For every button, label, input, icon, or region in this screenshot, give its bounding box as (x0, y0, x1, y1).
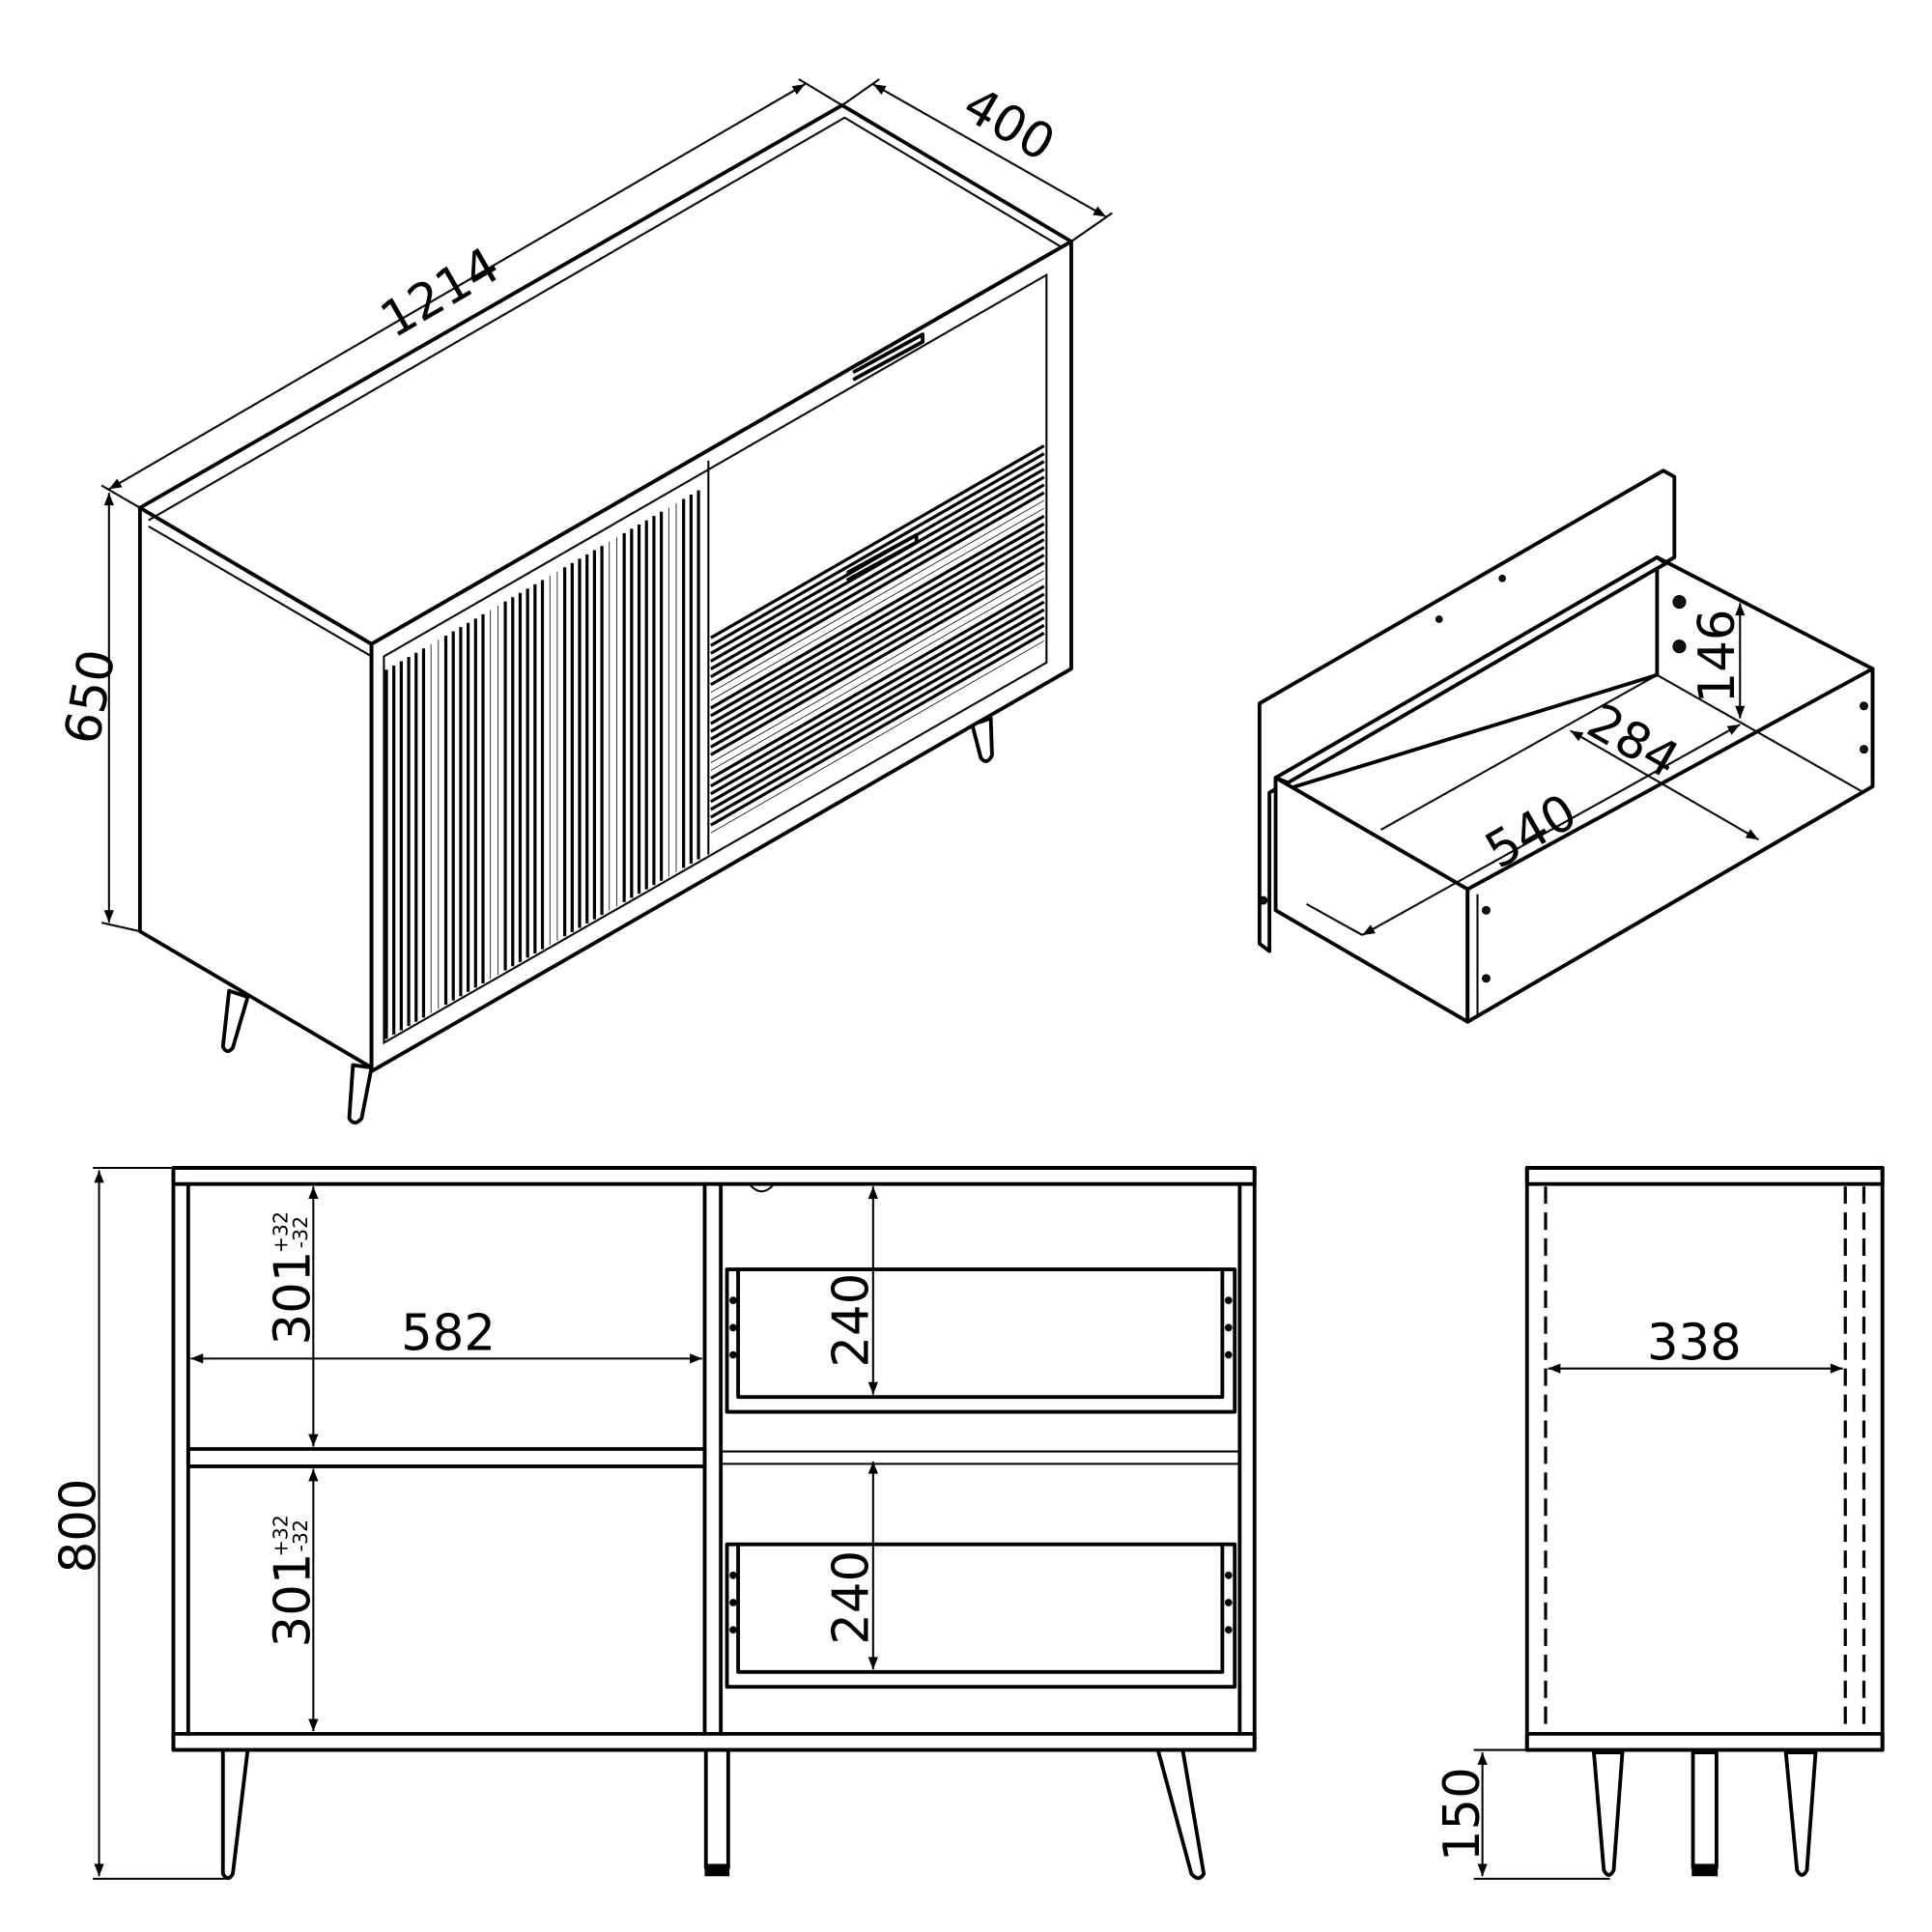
flute-line (710, 631, 1045, 827)
flute-line (710, 561, 1045, 756)
leg (220, 1747, 250, 1881)
flute-line (710, 570, 1044, 763)
shelf (185, 1447, 707, 1468)
tolerance-minus: -32 (289, 1520, 312, 1551)
flute-line (710, 507, 1044, 701)
flute-line (710, 600, 1045, 796)
flute-line (710, 452, 1045, 647)
leg (970, 716, 994, 763)
tolerance-plus: +32 (269, 1515, 292, 1556)
flute-line (710, 615, 1045, 811)
drawer-handle (846, 532, 919, 582)
dimension-lower-drawer: 240 (823, 1550, 881, 1645)
flute-line (710, 522, 1045, 718)
dimension-shelf-width: 582 (401, 1304, 496, 1362)
leg (347, 1063, 374, 1125)
leg (1690, 1750, 1719, 1870)
flute-line (710, 640, 1044, 834)
dimension-height: 650 (53, 645, 127, 749)
isometric-drawer: 146 284 540 (1257, 469, 1875, 1024)
dimension-drawer-height: 146 (1689, 610, 1747, 704)
flute-line (710, 554, 1045, 749)
flute-line (710, 578, 1044, 771)
flute-line (710, 529, 1045, 725)
leg (703, 1747, 730, 1870)
isometric-cabinet: 1214 400 650 (53, 75, 1113, 1125)
side-view: 338 150 (1434, 1166, 1885, 1880)
flute-line (710, 538, 1045, 733)
leg (1155, 1747, 1207, 1881)
dimension-lower-shelf: 301 (265, 1552, 323, 1647)
flute-line (710, 483, 1045, 679)
leg (1592, 1750, 1625, 1877)
flute-line (710, 475, 1045, 670)
flute-line (710, 491, 1045, 687)
fluted-door-panels (384, 444, 1045, 1039)
dimension-depth: 400 (953, 75, 1065, 173)
dimension-upper-drawer: 240 (823, 1273, 881, 1368)
flute-line (710, 514, 1045, 710)
flute-line (710, 584, 1045, 781)
front-view: 800 582 301 +32 -32 301 +32 -32 240 240 (50, 1166, 1257, 1881)
dimension-side-depth: 338 (1647, 1315, 1742, 1373)
flute-line (710, 608, 1045, 804)
drawer-handle (852, 332, 925, 382)
leg (220, 988, 250, 1054)
flute-line (710, 623, 1045, 819)
flute-line (710, 444, 1045, 639)
leg (1783, 1750, 1818, 1877)
flute-line (710, 592, 1045, 788)
dimension-leg-height: 150 (1434, 1767, 1492, 1861)
tolerance-plus: +32 (269, 1211, 292, 1253)
dimension-total-height: 800 (50, 1479, 108, 1574)
flute-line (710, 499, 1044, 694)
dimension-upper-shelf: 301 (265, 1251, 323, 1346)
flute-line (710, 546, 1045, 741)
tolerance-minus: -32 (289, 1216, 312, 1248)
